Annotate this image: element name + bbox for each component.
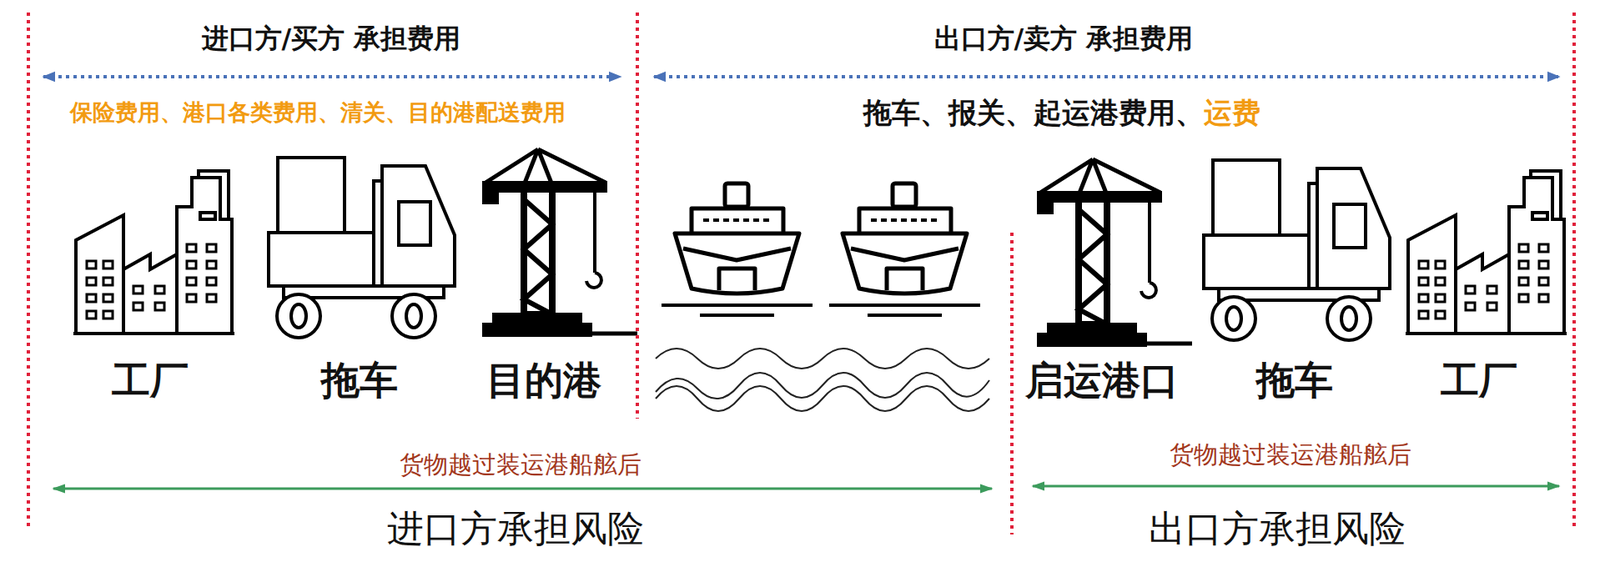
cost-arrow: [654, 75, 1560, 79]
cost-heading: 进口方/买方 承担费用: [201, 22, 462, 55]
cost-arrows: [43, 75, 1560, 79]
boundary-lines: [28, 12, 1575, 535]
transfer-note: 货物越过装运港船舷后: [1169, 440, 1412, 470]
icon-caption: 拖车: [1256, 357, 1334, 404]
cost-items: 保险费用、港口各类费用、清关、目的港配送费用: [70, 99, 566, 126]
boundary-line: [26, 12, 31, 531]
truck-icon: [1203, 160, 1390, 341]
risk-arrow: [53, 488, 992, 491]
wave: [655, 372, 990, 399]
crane-icon: [1036, 159, 1193, 348]
icon-caption: 工厂: [1440, 357, 1518, 404]
boundary-line: [1010, 232, 1014, 535]
factory-icon: [73, 171, 235, 334]
waves: [655, 348, 990, 412]
icon-caption: 拖车: [321, 357, 398, 404]
crane-icon: [482, 149, 638, 338]
risk-arrows: [53, 486, 1560, 489]
cost-items: 运费: [1203, 95, 1261, 131]
icon-caption: 启运港口: [1025, 357, 1179, 404]
truck-icon: [268, 157, 455, 338]
factory-icon: [1405, 171, 1567, 334]
cost-heading: 出口方/卖方 承担费用: [934, 22, 1194, 55]
icon-caption: 工厂: [111, 357, 189, 404]
cost-arrow: [43, 75, 621, 79]
icon-caption: 目的港: [486, 357, 602, 404]
ship-icon: [661, 183, 813, 316]
transfer-note: 货物越过装运港船舷后: [399, 450, 642, 480]
risk-arrow: [1032, 485, 1560, 489]
cost-items: 拖车、报关、起运港费用、: [863, 95, 1204, 131]
wave: [655, 386, 990, 412]
ship-icon: [829, 183, 981, 316]
risk-heading: 出口方承担风险: [1148, 507, 1406, 552]
boundary-line: [1572, 12, 1576, 531]
risk-heading: 进口方承担风险: [387, 507, 645, 552]
boundary-line: [635, 12, 639, 419]
wave: [655, 348, 990, 369]
